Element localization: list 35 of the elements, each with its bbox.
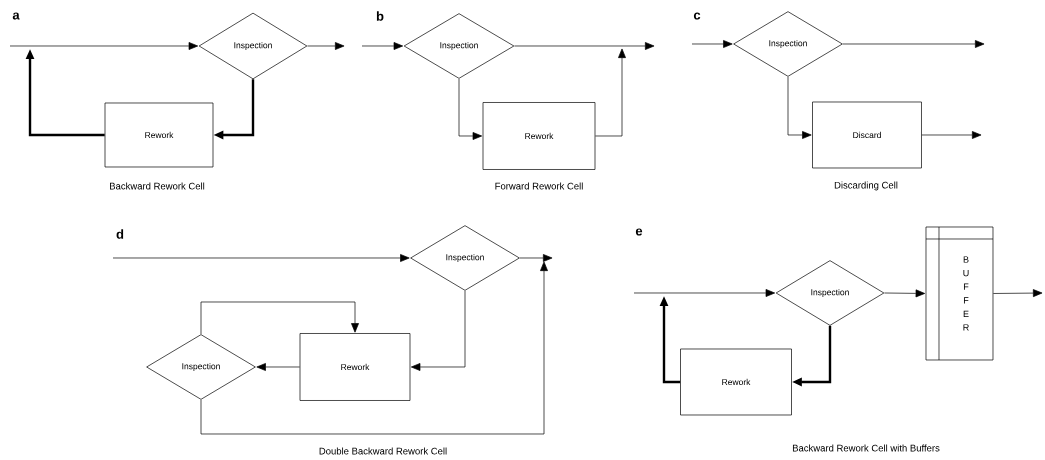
buffer-box: B U F F E R — [925, 226, 994, 361]
arrow — [514, 42, 655, 50]
process-box: Rework — [104, 102, 214, 168]
arrow — [993, 289, 1043, 297]
caption: Backward Rework Cell with Buffers — [792, 444, 940, 452]
arrow — [787, 76, 812, 139]
arrow — [458, 78, 483, 140]
caption: Discarding Cell — [834, 181, 898, 191]
process-box: Rework — [299, 333, 411, 401]
process-box: Rework — [482, 102, 596, 170]
arrow — [595, 48, 626, 137]
caption: Backward Rework Cell — [110, 182, 205, 190]
process-box: Rework — [680, 348, 792, 416]
caption: Forward Rework Cell — [495, 182, 583, 190]
arrow — [9, 42, 199, 50]
arrow — [256, 363, 300, 371]
arrow — [842, 40, 985, 48]
arrow — [519, 254, 553, 262]
arrow — [361, 42, 404, 50]
arrow — [691, 40, 733, 48]
arrow — [884, 289, 926, 298]
process-box: Discard — [812, 101, 922, 169]
arrow — [200, 301, 359, 335]
panel-letter: e — [635, 228, 643, 236]
arrow — [410, 290, 466, 371]
arrow — [307, 42, 345, 50]
panel-letter: c — [693, 12, 701, 20]
panel-letter: b — [376, 11, 384, 21]
panel-letter: d — [116, 229, 124, 239]
arrow — [112, 254, 410, 262]
caption: Double Backward Rework Cell — [319, 447, 447, 455]
arrow — [633, 289, 776, 297]
arrow — [200, 261, 548, 435]
arrow — [921, 131, 982, 139]
panel-letter: a — [12, 12, 20, 20]
